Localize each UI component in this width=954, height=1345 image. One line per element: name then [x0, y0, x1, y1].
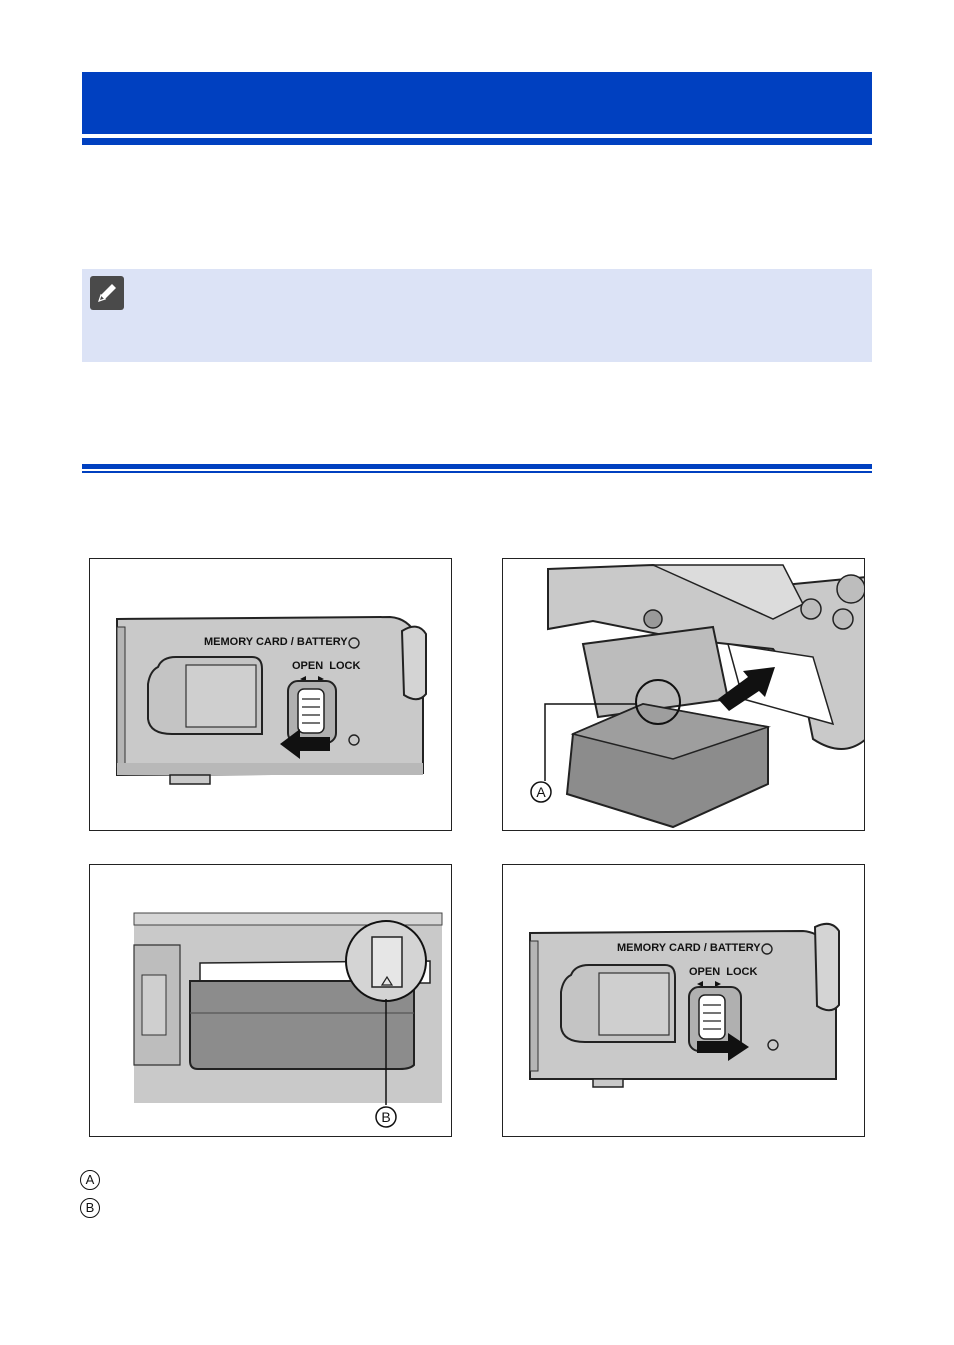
door-label: MEMORY CARD / BATTERY [204, 636, 348, 648]
section-rule [82, 464, 872, 469]
legend-marker: B [80, 1198, 100, 1218]
figure-open-door: MEMORY CARD / BATTERY OPEN LOCK [89, 558, 452, 831]
figure-close-door: MEMORY CARD / BATTERY OPEN LOCK [502, 864, 865, 1137]
door-label: MEMORY CARD / BATTERY [617, 942, 761, 954]
legend-item-b: B [80, 1198, 108, 1218]
chapter-title-bar [82, 72, 872, 134]
title-underline [82, 138, 872, 145]
note-box [82, 269, 872, 362]
arrow-left-icon [280, 729, 330, 759]
figure-battery-lever: B [89, 864, 452, 1137]
legend-marker: A [80, 1170, 100, 1190]
switch-label: OPEN LOCK [292, 660, 361, 672]
section-rule-thin [82, 471, 872, 473]
arrow-right-icon [718, 667, 775, 711]
callout-b: B [381, 1109, 390, 1125]
arrow-right-icon [697, 1033, 749, 1061]
figure-insert-battery: A [502, 558, 865, 831]
legend-item-a: A [80, 1170, 108, 1190]
pencil-icon [90, 276, 124, 310]
switch-label: OPEN LOCK [689, 966, 758, 978]
callout-a: A [536, 784, 546, 800]
